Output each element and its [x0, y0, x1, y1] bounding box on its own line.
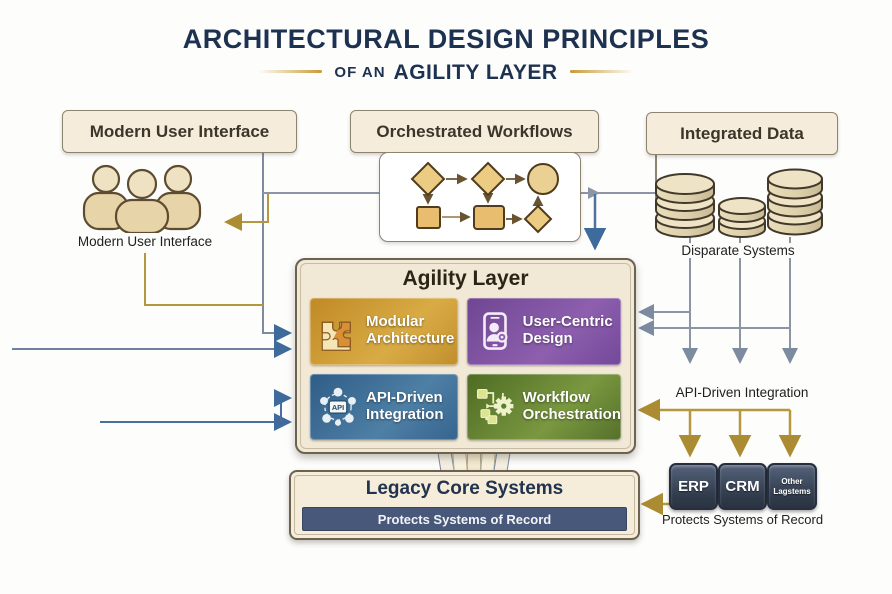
tile-label: Integration [366, 405, 444, 423]
caption-modern-user-interface: Modern User Interface [77, 234, 213, 249]
system-box-crm: CRM [718, 463, 767, 510]
caption-disparate-systems: Disparate Systems [653, 243, 823, 258]
caption-api-driven-integration: API-Driven Integration [675, 385, 809, 400]
workflow-gears-icon [476, 388, 514, 424]
system-box-erp: ERP [669, 463, 718, 510]
page-subtitle: OF AN AGILITY LAYER [0, 61, 892, 85]
box-integrated-data: Integrated Data [646, 112, 838, 155]
tile-modular-architecture: Modular Architecture [310, 298, 458, 365]
tile-label: Orchestration [522, 405, 621, 423]
tile-user-centric-design: User-Centric Design [466, 298, 621, 365]
tile-label: User-Centric [522, 313, 613, 331]
flowchart-shapes [410, 161, 559, 234]
legacy-title: Legacy Core Systems [365, 478, 564, 499]
database-stack-icon [655, 168, 823, 238]
title-divider-right [569, 70, 634, 73]
api-icon-text: API [332, 403, 344, 412]
tile-workflow-orchestration: Workflow Orchestration [466, 373, 621, 440]
box-orchestrated-workflows: Orchestrated Workflows [350, 110, 599, 153]
mobile-user-icon [482, 312, 508, 351]
tile-label: Architecture [366, 330, 455, 348]
puzzle-icon [321, 321, 351, 352]
system-box-other: Other Lagstems [767, 463, 817, 510]
box-modern-user-interface: Modern User Interface [62, 110, 297, 153]
tile-label: Workflow [522, 388, 590, 406]
subtitle-prefix: OF AN [334, 64, 386, 81]
tile-label: API-Driven [366, 388, 443, 406]
subtitle-emphasis: AGILITY LAYER [393, 61, 558, 84]
protects-banner: Protects Systems of Record [302, 507, 627, 531]
users-icon [82, 164, 202, 233]
tile-label: Modular [366, 313, 425, 331]
system-box-other-label: Lagstems [773, 486, 811, 496]
agility-tiles: Modular Architecture User-Centric Design [310, 298, 621, 440]
agility-layer-title: Agility Layer [402, 267, 529, 290]
title-divider-left [258, 70, 323, 73]
system-box-other-label: Other [781, 477, 803, 487]
agility-layer-panel: Agility Layer Modular Architecture [295, 258, 636, 454]
page-title: ARCHITECTURAL DESIGN PRINCIPLES [182, 24, 710, 54]
flowchart-icon [379, 152, 581, 242]
tile-api-driven-integration: API API-Driven Integration [310, 373, 458, 440]
tile-label: Design [522, 330, 573, 348]
caption-protects-systems: Protects Systems of Record [661, 512, 824, 527]
api-hub-icon: API [320, 387, 356, 426]
legacy-core-systems-panel: Legacy Core Systems Protects Systems of … [289, 470, 640, 540]
